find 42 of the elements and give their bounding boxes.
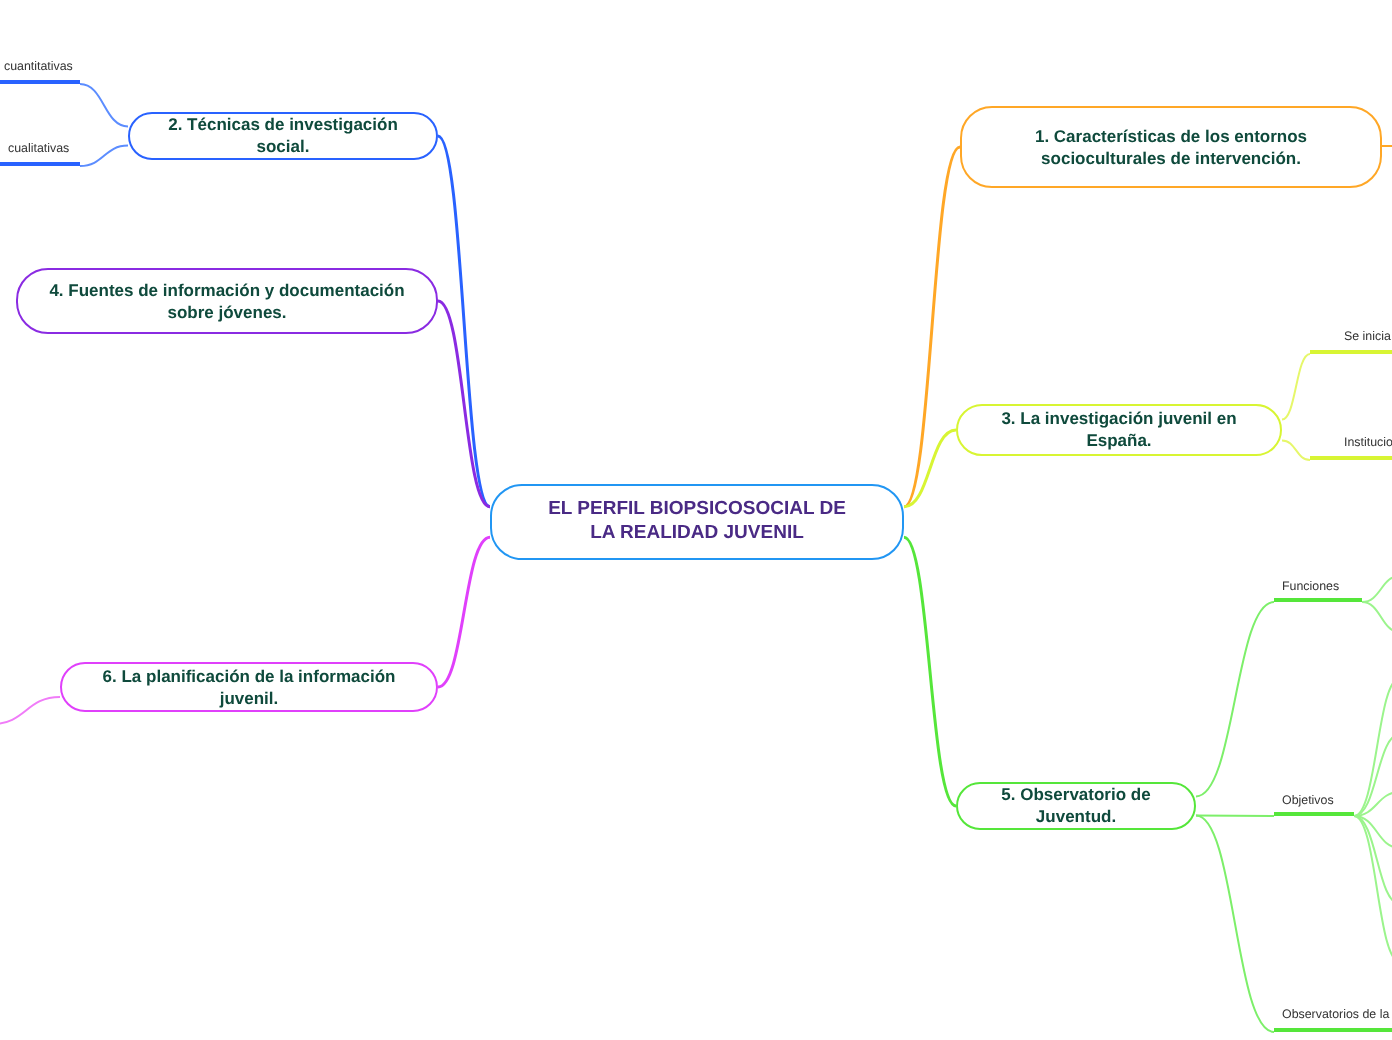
subtopic-label [0,144,80,166]
branch-line [902,146,962,508]
branch-line [1361,575,1392,603]
branch-line [1195,814,1275,1033]
subtopic-label [1274,796,1354,816]
branch-line [1281,353,1311,421]
subtopic-label [1310,438,1392,460]
branch-line [0,696,61,725]
topic-text: 3. La investigación juvenil en España. [999,408,1239,452]
subtopic-label [1310,332,1392,354]
branch-line [903,428,957,509]
branch-line [1361,601,1392,633]
topic-box [960,106,1382,188]
topic-box [128,112,438,160]
branch-line [79,144,129,167]
branch-line [1353,791,1392,817]
branch-line [437,535,491,689]
branch-line [436,135,492,508]
branch-line [1353,733,1392,817]
topic-box [490,484,904,560]
subtopic-label [1274,1010,1392,1032]
topic-text: 5. Observatorio de Juventud. [999,784,1153,828]
topic-box [16,268,438,334]
subtopic-label [0,62,80,84]
branch-line [1195,814,1275,817]
branch-line [1195,601,1275,798]
topic-box [956,782,1196,830]
branch-line [1353,815,1392,905]
branch-line [1353,815,1392,849]
branch-line [1281,439,1311,461]
topic-box [956,404,1282,456]
topic-text: 1. Características de los entornos socioculturales de intervención. [1032,125,1310,169]
topic-box [60,662,438,712]
topic-text: 4. Fuentes de información y documentación sobre jóvenes. [47,279,407,323]
branch-line [79,83,129,128]
topic-text: EL PERFIL BIOPSICOSOCIAL DE LA REALIDAD JUVENIL [547,498,847,546]
branch-line [1381,145,1392,147]
topic-text: 2. Técnicas de investigación social. [166,114,400,158]
subtopic-label [1274,582,1362,602]
topic-text: 6. La planificación de la información juvenil. [100,665,398,709]
branch-line [903,536,957,808]
branch-line [437,299,491,509]
